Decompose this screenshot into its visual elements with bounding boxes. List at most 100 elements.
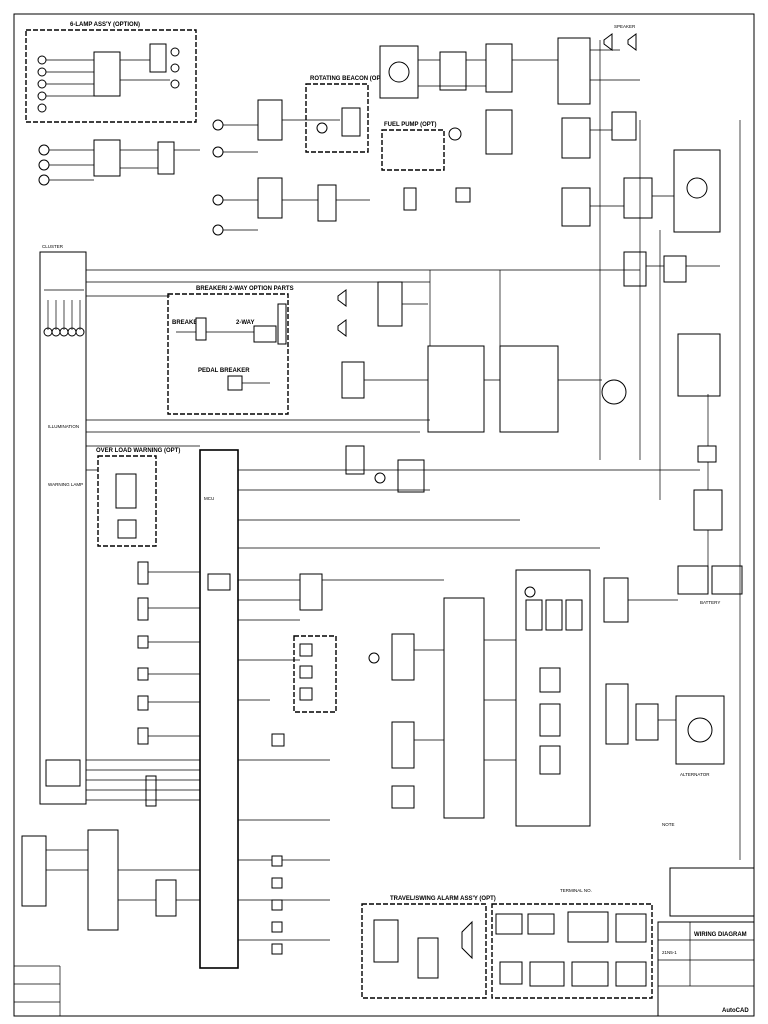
power-block: BATTERY ALTERNATOR xyxy=(603,333,743,777)
relay-box xyxy=(317,184,337,222)
compressor-icon xyxy=(368,652,380,664)
sensor-box xyxy=(605,683,629,745)
fuel-pump-title: FUEL PUMP (OPT) xyxy=(384,122,436,128)
relay-box xyxy=(345,445,365,475)
wiper-block xyxy=(379,37,640,105)
water-temp-sender xyxy=(137,635,149,649)
pressure-sensor xyxy=(137,561,149,585)
lamp-icon xyxy=(37,55,47,65)
overload-title: OVER LOAD WARNING (OPT) xyxy=(96,448,180,454)
cluster-label: CLUSTER xyxy=(42,244,64,249)
wire xyxy=(46,849,200,901)
connector-panel: TERMINAL NO. xyxy=(491,888,653,999)
switch-icon xyxy=(271,899,283,911)
washer-relay xyxy=(485,43,513,93)
lamp-icon xyxy=(212,224,224,236)
solenoid-icon xyxy=(299,643,313,657)
note-label: NOTE xyxy=(662,822,675,827)
rotating-beacon-title: ROTATING BEACON (OPT) xyxy=(310,76,386,82)
horn-icon xyxy=(337,319,347,337)
horn-relay xyxy=(377,281,403,327)
actuator-box xyxy=(539,703,561,737)
fuel-pump-block: FUEL PUMP (OPT) xyxy=(381,109,513,211)
lamp-icon xyxy=(37,103,47,113)
two-way-label: 2-WAY xyxy=(236,320,254,326)
horn-icon xyxy=(337,289,347,307)
solenoid-icon xyxy=(299,687,313,701)
illumination-label: ILLUMINATION xyxy=(48,424,79,429)
valve-group xyxy=(271,573,337,955)
valve-frame xyxy=(293,635,337,713)
fusible-link xyxy=(697,445,717,463)
fuel-sensor xyxy=(137,667,149,681)
relay-box xyxy=(341,361,365,399)
relay-box xyxy=(391,633,415,681)
solenoid-icon xyxy=(299,665,313,679)
lamp-assy-frame xyxy=(25,29,197,123)
connector-icon xyxy=(499,961,523,985)
connector-icon xyxy=(529,961,565,987)
breaker-block: BREAKER/ 2-WAY OPTION PARTS BREAKER 2-WA… xyxy=(167,286,294,415)
starter-icon xyxy=(686,177,708,199)
wiper-relay xyxy=(439,51,467,91)
battery-label: BATTERY xyxy=(700,600,720,605)
solenoid-box xyxy=(195,317,207,341)
connector-box xyxy=(145,775,157,807)
wire xyxy=(46,59,170,97)
sensor-box xyxy=(137,727,149,745)
alternator-icon xyxy=(687,717,713,743)
warning-lamp-label: WARNING LAMP xyxy=(48,482,83,487)
fuel-pump-icon xyxy=(448,127,462,141)
revision-table xyxy=(669,867,755,917)
diagram-title: WIRING DIAGRAM xyxy=(694,932,747,938)
switch-icon xyxy=(271,877,283,889)
connector-icon xyxy=(571,961,609,987)
relay-box xyxy=(257,177,283,219)
wire xyxy=(49,149,200,181)
dc-converter xyxy=(397,459,425,493)
lamp-icon xyxy=(38,144,50,156)
work-lamp-relay xyxy=(257,99,283,141)
connector-icon xyxy=(615,913,647,943)
motor-box xyxy=(21,835,47,907)
wire xyxy=(590,129,720,267)
drawing-number: 21N5-1 xyxy=(662,950,677,955)
battery-relay xyxy=(677,333,721,397)
lamp-icon xyxy=(37,67,47,77)
center-block xyxy=(337,281,627,493)
lower-left-block xyxy=(21,775,200,931)
cluster xyxy=(39,251,87,805)
travel-alarm-title: TRAVEL/SWING ALARM ASS'Y (OPT) xyxy=(390,896,496,902)
head-lamp-relay xyxy=(93,139,121,177)
gauge-box xyxy=(45,759,81,787)
switch-icon xyxy=(271,943,283,955)
wire xyxy=(86,759,200,801)
wire xyxy=(176,331,270,384)
relay-box xyxy=(391,721,415,769)
actuator-box xyxy=(539,745,561,775)
pedal-sw xyxy=(227,375,243,391)
fuel-pump-sw xyxy=(403,187,417,211)
wiper-motor-icon xyxy=(388,61,410,83)
mcu-label: MCU xyxy=(204,496,214,501)
sensor-box xyxy=(635,703,659,741)
lamp-assy-block: 6-LAMP ASS'Y (OPTION) xyxy=(25,22,197,123)
relay-box xyxy=(561,187,591,227)
lamp-icon xyxy=(212,146,224,158)
speaker-icon xyxy=(627,33,637,51)
mcu-unit xyxy=(199,449,239,969)
breaker-title: BREAKER/ 2-WAY OPTION PARTS xyxy=(196,286,294,292)
work-lamp-group xyxy=(212,99,370,236)
sensor-column xyxy=(137,561,200,745)
fuse-box xyxy=(499,345,559,433)
buzzer-icon xyxy=(461,920,473,960)
controller-box xyxy=(87,829,119,931)
relay-box xyxy=(299,573,323,611)
lamp-icon xyxy=(212,194,224,206)
breaker-frame xyxy=(167,293,289,415)
cab-lamp-group xyxy=(38,139,200,186)
battery-icon xyxy=(677,565,709,595)
proportional-valve xyxy=(271,733,285,747)
actuator-box xyxy=(539,667,561,693)
